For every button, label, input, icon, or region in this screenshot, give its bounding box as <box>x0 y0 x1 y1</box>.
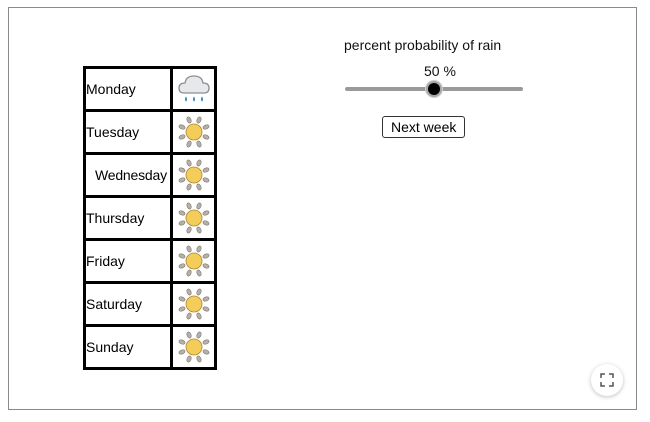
day-label-friday: Friday <box>83 238 173 284</box>
expand-icon <box>600 373 614 387</box>
rain-probability-slider-handle[interactable] <box>426 81 442 97</box>
day-label-monday: Monday <box>83 66 173 112</box>
sun-icon <box>170 238 217 284</box>
week-forecast-table: Monday Tuesday Wednesday Thursday Frida <box>83 66 217 370</box>
day-label-saturday: Saturday <box>83 281 173 327</box>
sun-icon <box>170 152 217 198</box>
table-row: Tuesday <box>83 109 217 155</box>
day-label-tuesday: Tuesday <box>83 109 173 155</box>
sun-icon <box>170 109 217 155</box>
sun-icon <box>170 324 217 370</box>
table-row: Wednesday <box>83 152 217 198</box>
fullscreen-button[interactable] <box>591 364 623 396</box>
day-label-sunday: Sunday <box>83 324 173 370</box>
sun-icon <box>170 195 217 241</box>
slider-value-readout: 50 % <box>424 63 456 79</box>
sun-icon <box>170 281 217 327</box>
slider-title: percent probability of rain <box>344 37 502 53</box>
next-week-button[interactable]: Next week <box>382 116 466 138</box>
rain-cloud-icon <box>170 66 217 112</box>
table-row: Friday <box>83 238 217 284</box>
table-row: Thursday <box>83 195 217 241</box>
day-label-wednesday: Wednesday <box>83 152 173 198</box>
day-label-thursday: Thursday <box>83 195 173 241</box>
table-row: Saturday <box>83 281 217 327</box>
table-row: Monday <box>83 66 217 112</box>
table-row: Sunday <box>83 324 217 370</box>
